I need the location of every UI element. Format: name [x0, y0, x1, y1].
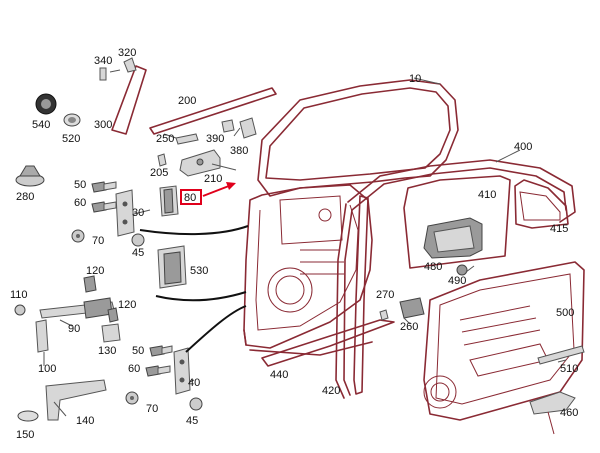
bolt-120b: [107, 307, 119, 323]
guide-rail-420: [353, 195, 369, 395]
hinge-lower-40: [173, 347, 191, 395]
label-50-upper: 50: [74, 179, 86, 191]
label-280: 280: [16, 191, 34, 203]
label-10: 10: [409, 73, 421, 85]
label-70-lower: 70: [146, 403, 158, 415]
leader-lines: [43, 69, 567, 417]
window-glass-part: [403, 175, 569, 269]
label-440: 440: [270, 369, 288, 381]
grommet-540: [35, 93, 57, 115]
label-460: 460: [560, 407, 578, 419]
label-200: 200: [178, 95, 196, 107]
label-210: 210: [204, 173, 222, 185]
pad-530: [157, 245, 187, 289]
label-400: 400: [514, 141, 532, 153]
door-seal-part: [335, 159, 576, 399]
label-45-lower: 45: [186, 415, 198, 427]
label-320: 320: [118, 47, 136, 59]
label-150: 150: [16, 429, 34, 441]
grommet-520: [63, 113, 81, 127]
label-30: 30: [132, 207, 144, 219]
label-110: 110: [10, 289, 28, 301]
label-490: 490: [448, 275, 466, 287]
label-250: 250: [156, 133, 174, 145]
pillar-trim-300: [111, 65, 147, 135]
trim-strip-510: [537, 345, 585, 365]
bolt-60-upper: [91, 201, 117, 213]
label-500: 500: [556, 307, 574, 319]
bolt-50-lower: [149, 345, 173, 357]
label-510: 510: [560, 363, 578, 375]
label-80: 80: [184, 192, 196, 204]
cable-middle: [155, 291, 247, 302]
plug-150: [17, 410, 39, 422]
label-415: 415: [550, 223, 568, 235]
bolt-120a: [83, 275, 97, 293]
label-130: 130: [98, 345, 116, 357]
plate-140: [45, 379, 107, 421]
label-60-upper: 60: [74, 197, 86, 209]
label-140: 140: [76, 415, 94, 427]
latch-260: [399, 297, 425, 319]
label-300: 300: [94, 119, 112, 131]
cable-lower: [185, 305, 247, 353]
trim-strip-440: [261, 319, 395, 367]
door-panel-part: [423, 261, 585, 421]
washer-70-upper: [71, 229, 85, 243]
label-520: 520: [62, 133, 80, 145]
highlight-arrowhead: [226, 182, 236, 190]
label-410: 410: [478, 189, 496, 201]
label-60-lower: 60: [128, 363, 140, 375]
washer-45-lower: [189, 397, 203, 411]
washer-70-lower: [125, 391, 139, 405]
label-100: 100: [38, 363, 56, 375]
cable-upper: [139, 225, 249, 236]
label-205: 205: [150, 167, 168, 179]
part-labels: 10 30 40 45 45 50 50 60 60 70 70 80 90 1…: [10, 47, 578, 441]
window-regulator-part: [423, 217, 483, 276]
label-260: 260: [400, 321, 418, 333]
bolt-50-upper: [91, 181, 117, 193]
highlight-box-80: [180, 189, 202, 205]
label-530: 530: [190, 265, 208, 277]
screw-340: [99, 67, 107, 81]
clip-390: [221, 119, 235, 133]
window-strip-200: [149, 87, 277, 135]
label-270: 270: [376, 289, 394, 301]
label-480: 480: [424, 261, 442, 273]
bracket-100: [35, 319, 49, 353]
label-40: 40: [188, 377, 200, 389]
washer-45-upper: [131, 233, 145, 247]
check-strap-90: [39, 297, 115, 319]
bolt-110: [14, 304, 26, 316]
bolt-130: [101, 323, 121, 343]
label-120-upper: 120: [86, 265, 104, 277]
label-120-lower: 120: [118, 299, 136, 311]
label-380: 380: [230, 145, 248, 157]
part-380: [239, 117, 257, 139]
label-70-upper: 70: [92, 235, 104, 247]
label-45-upper: 45: [132, 247, 144, 259]
screw-205: [157, 153, 167, 167]
label-50-lower: 50: [132, 345, 144, 357]
bolt-60-lower: [145, 365, 171, 377]
handle-cover-460: [529, 391, 576, 415]
clip-320: [123, 57, 137, 73]
label-420: 420: [322, 385, 340, 397]
label-390: 390: [206, 133, 224, 145]
plug-280: [15, 165, 45, 187]
foam-block-80: [159, 185, 179, 217]
leader-460: [547, 411, 555, 435]
hinge-upper-30: [115, 189, 135, 237]
label-90: 90: [68, 323, 80, 335]
label-340: 340: [94, 55, 112, 67]
label-540: 540: [32, 119, 50, 131]
screw-270: [379, 309, 389, 321]
clip-250: [175, 133, 199, 145]
bracket-210: [179, 149, 221, 177]
